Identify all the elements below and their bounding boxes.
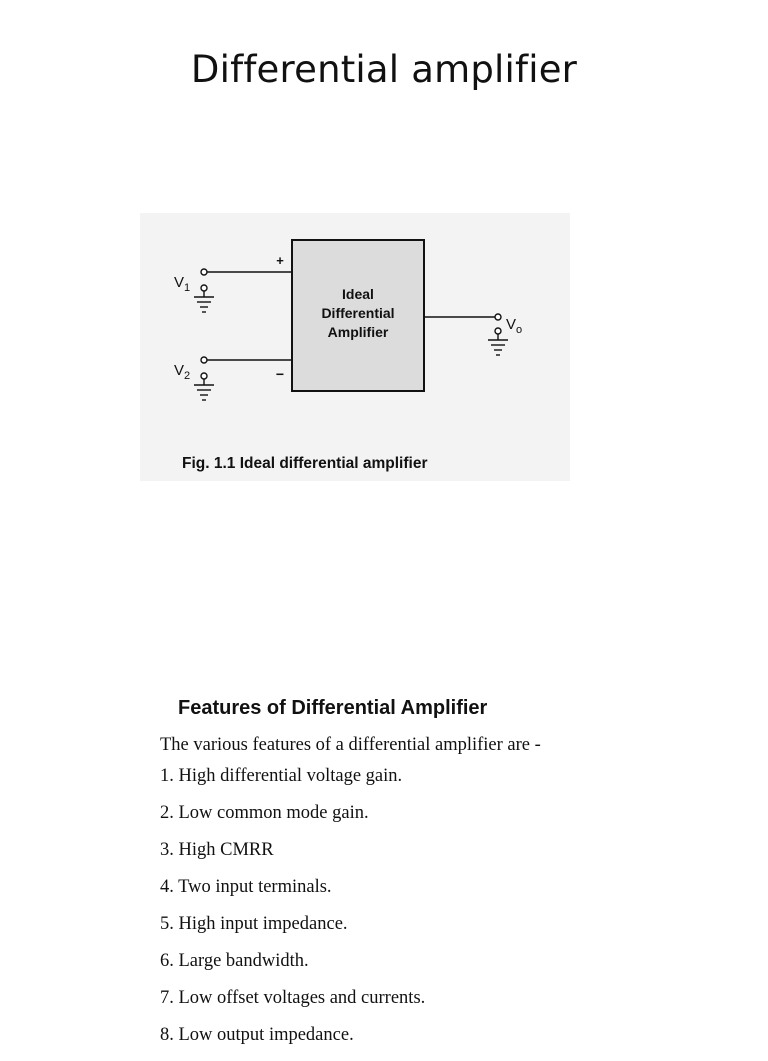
list-item: 8. Low output impedance. [160,1025,354,1045]
input2-label: V2 [174,362,190,382]
list-item: 4. Two input terminals. [160,877,332,897]
output-lower-terminal [494,327,502,335]
slide-title: Differential amplifier [190,48,578,91]
input1-subscript: 1 [184,282,190,294]
input1-label: V1 [174,274,190,294]
list-item: 6. Large bandwidth. [160,951,309,971]
list-item: 5. High input impedance. [160,914,348,934]
input2-lower-terminal [200,372,208,380]
features-heading: Features of Differential Amplifier [178,697,488,719]
list-item: 2. Low common mode gain. [160,803,369,823]
features-intro: The various features of a differential a… [160,735,541,755]
output-subscript: o [516,324,522,336]
box-label-line-1: Ideal [342,286,374,302]
input1-lower-terminal [200,284,208,292]
amplifier-box [291,239,425,392]
list-item: 3. High CMRR [160,840,274,860]
box-label-line-3: Amplifier [328,324,389,340]
amplifier-figure: Ideal Differential Amplifier + V1 − V2 [140,213,570,481]
input2-terminal [200,356,208,364]
output-label: Vo [506,316,522,336]
features-list: 1. High differential voltage gain. 2. Lo… [160,765,425,1061]
input1-ground-icon [194,296,214,313]
box-label-line-2: Differential [321,305,394,321]
figure-caption: Fig. 1.1 Ideal differential amplifier [182,455,427,472]
plus-sign: + [276,253,284,268]
list-item: 7. Low offset voltages and currents. [160,988,426,1008]
amplifier-diagram: Ideal Differential Amplifier + V1 − V2 [174,239,522,472]
minus-sign: − [276,366,284,382]
input2-ground-icon [194,384,214,401]
output-ground-icon [488,339,508,356]
input1-terminal [200,268,208,276]
list-item: 1. High differential voltage gain. [160,766,403,786]
output-terminal [494,313,502,321]
input2-subscript: 2 [184,370,190,382]
